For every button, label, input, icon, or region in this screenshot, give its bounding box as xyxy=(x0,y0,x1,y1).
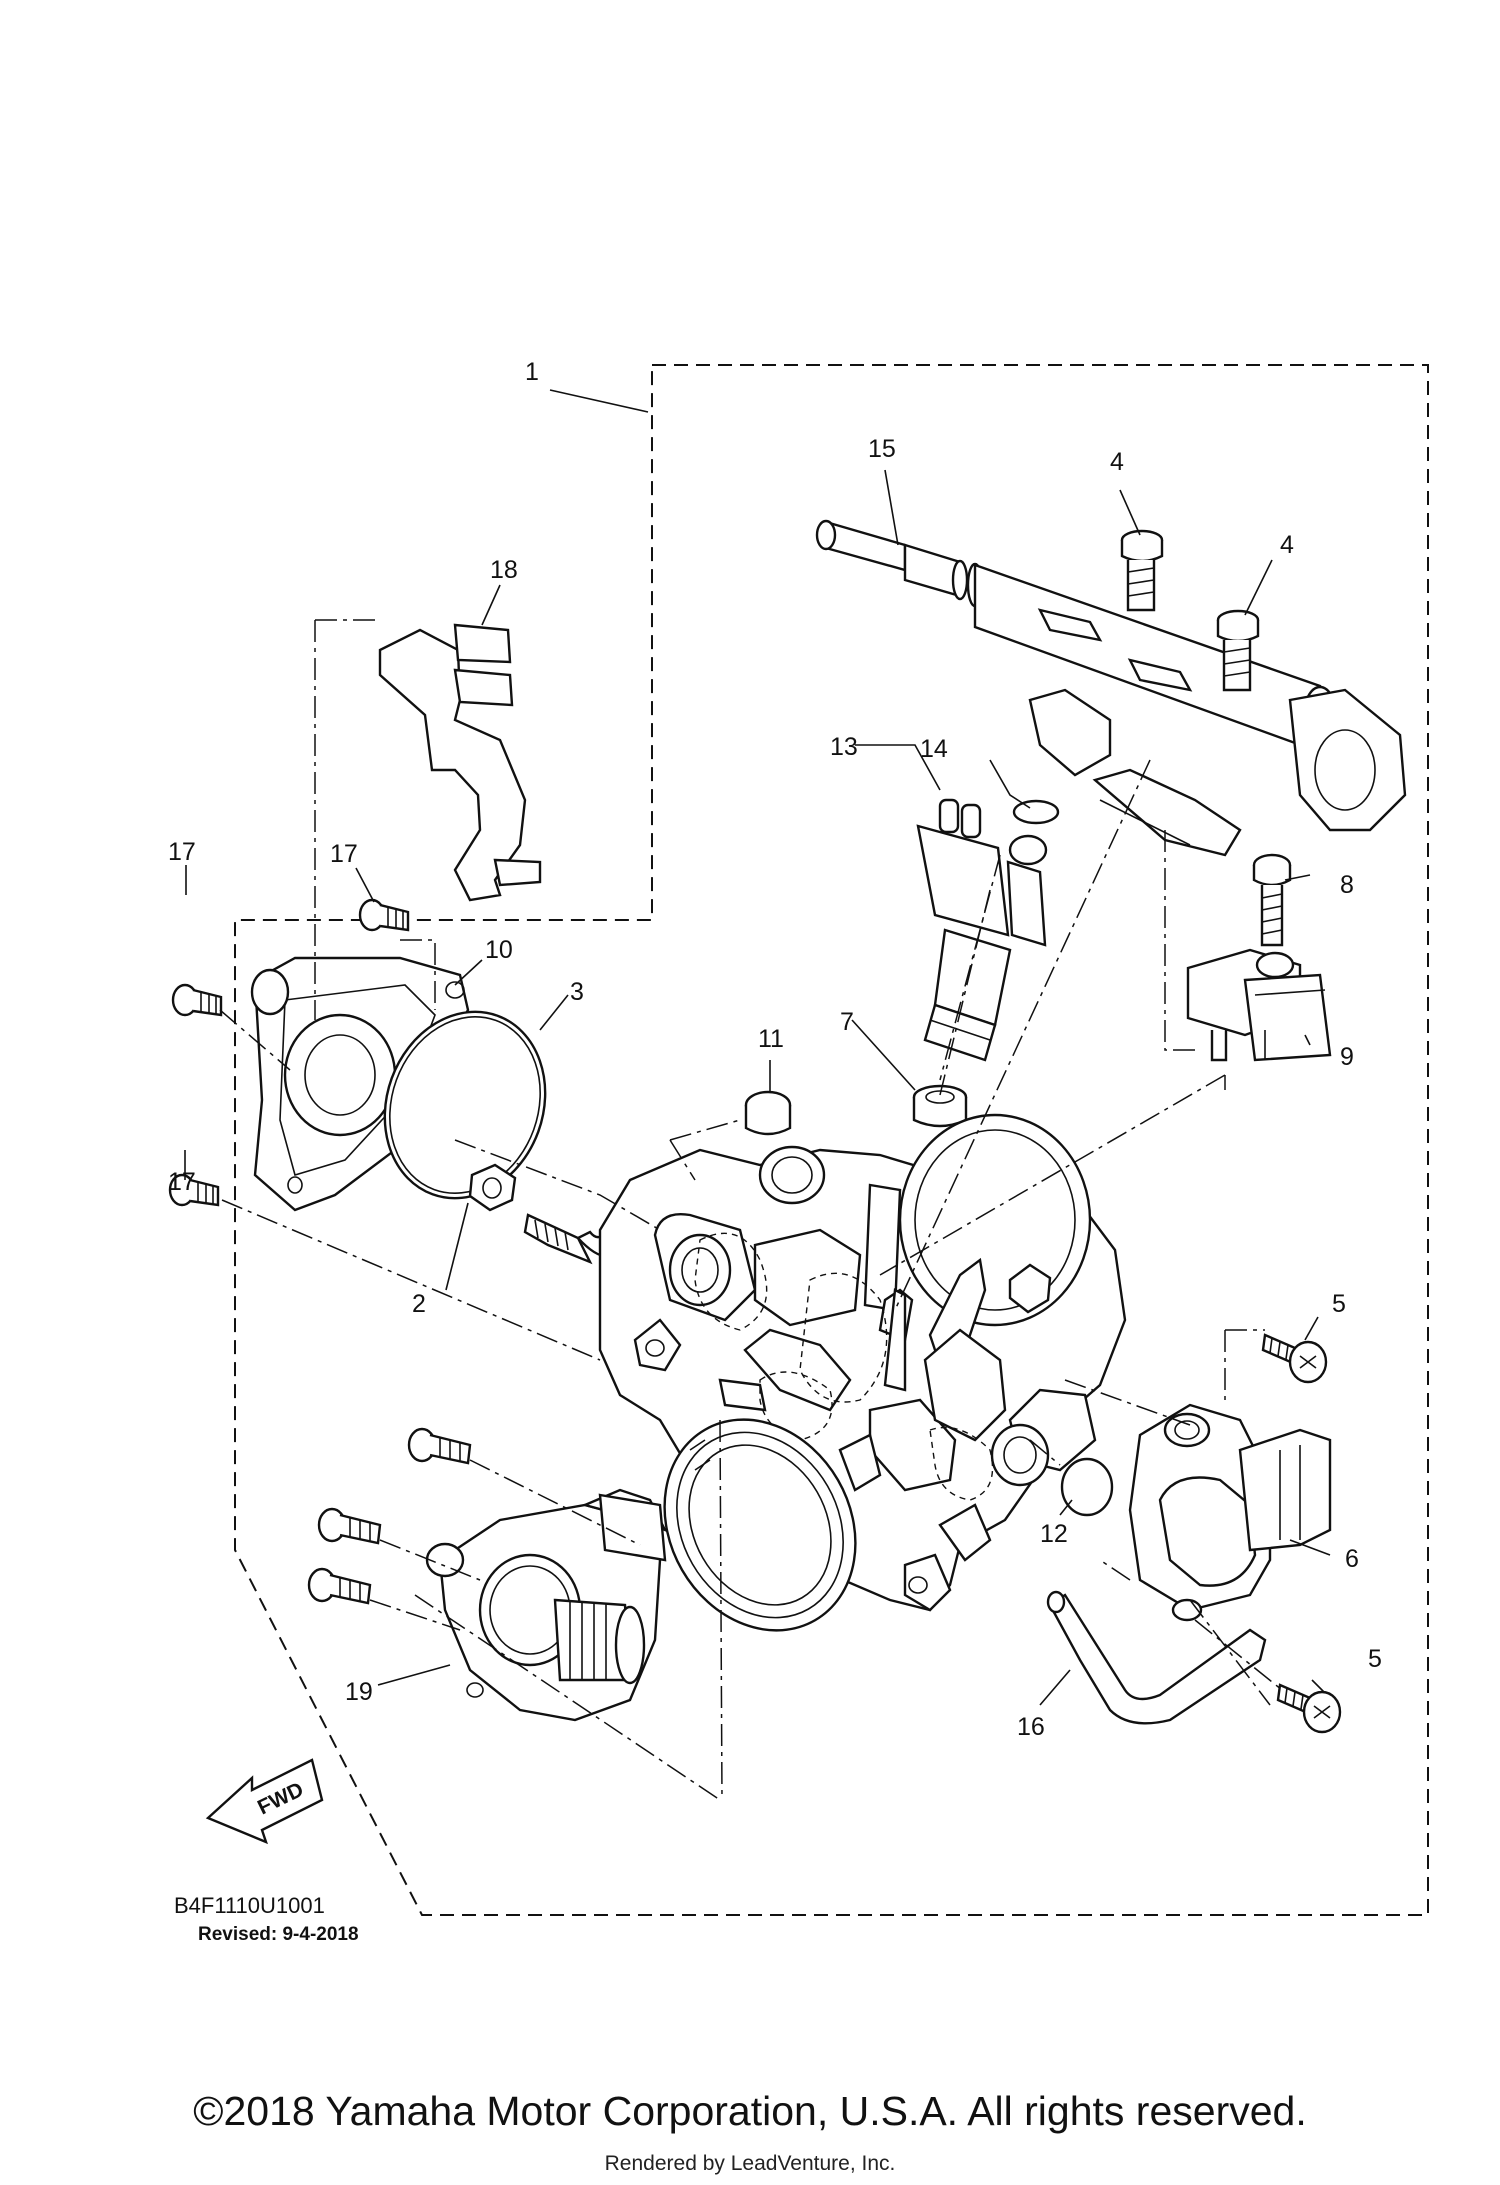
callout-6: 6 xyxy=(1345,1545,1359,1573)
bolt-4b[interactable] xyxy=(1216,609,1260,692)
screw-5b[interactable] xyxy=(1276,1683,1342,1734)
nut-2[interactable] xyxy=(468,1163,517,1212)
bolt-4a[interactable] xyxy=(1120,529,1164,612)
screw-17b[interactable] xyxy=(171,983,223,1017)
callout-15: 15 xyxy=(868,435,896,463)
revised-date: Revised: 9-4-2018 xyxy=(198,1924,359,1945)
guide-lines xyxy=(219,619,1283,1801)
fwd-arrow-icon: FWD xyxy=(205,1758,324,1845)
callouts: 1 2 3 4 4 5 5 6 7 8 9 10 11 12 13 14 15 … xyxy=(168,358,1382,1741)
rendered-by: Rendered by LeadVenture, Inc. xyxy=(604,2152,896,2175)
copyright-notice: ©2018 Yamaha Motor Corporation, U.S.A. A… xyxy=(193,2088,1307,2134)
callout-1: 1 xyxy=(525,358,539,386)
callout-16: 16 xyxy=(1017,1713,1045,1741)
callout-10: 10 xyxy=(485,936,513,964)
callout-4a: 4 xyxy=(1110,448,1124,476)
callout-2: 2 xyxy=(412,1290,426,1318)
callout-18: 18 xyxy=(490,556,518,584)
leader-lines xyxy=(184,389,1331,1706)
o-ring-3[interactable] xyxy=(359,989,571,1221)
diagram-code: B4F1110U1001 xyxy=(174,1893,325,1918)
screw-17a[interactable] xyxy=(358,898,410,932)
callout-3: 3 xyxy=(570,978,584,1006)
callout-4b: 4 xyxy=(1280,531,1294,559)
screw-19a xyxy=(407,1427,472,1465)
hose-clamp[interactable] xyxy=(378,623,542,902)
o-ring-12[interactable] xyxy=(1060,1457,1114,1517)
cover-10[interactable] xyxy=(250,956,470,1212)
hose-16[interactable] xyxy=(1046,1590,1267,1725)
callout-8: 8 xyxy=(1340,871,1354,899)
intake-flange xyxy=(663,1418,857,1632)
callout-5b: 5 xyxy=(1368,1645,1382,1673)
callout-17b: 17 xyxy=(168,838,196,866)
screw-19b xyxy=(317,1507,382,1545)
callout-7: 7 xyxy=(840,1008,854,1036)
callout-17c: 17 xyxy=(168,1168,196,1196)
callout-13: 13 xyxy=(830,733,858,761)
fuel-rail[interactable] xyxy=(815,519,1407,857)
callout-11: 11 xyxy=(758,1025,784,1053)
screw-8[interactable] xyxy=(1252,853,1292,947)
callout-19: 19 xyxy=(345,1678,373,1706)
throttle-position-sensor[interactable] xyxy=(1128,1403,1332,1622)
cap-11[interactable] xyxy=(744,1090,792,1136)
screw-5a[interactable] xyxy=(1261,1333,1328,1384)
callout-5a: 5 xyxy=(1332,1290,1346,1318)
o-ring-14[interactable] xyxy=(1012,799,1060,825)
callout-12: 12 xyxy=(1040,1520,1068,1548)
fuel-injector[interactable] xyxy=(916,798,1048,1062)
seal-7[interactable] xyxy=(912,1084,968,1128)
callout-9: 9 xyxy=(1340,1043,1354,1071)
callout-17a: 17 xyxy=(330,840,358,868)
screw-19c xyxy=(307,1567,372,1605)
assembly-boundary xyxy=(234,364,1429,1916)
pressure-sensor[interactable] xyxy=(1186,948,1332,1062)
idle-speed-control[interactable] xyxy=(425,1488,668,1722)
callout-14: 14 xyxy=(920,735,948,763)
screw-17c[interactable] xyxy=(168,1173,220,1207)
